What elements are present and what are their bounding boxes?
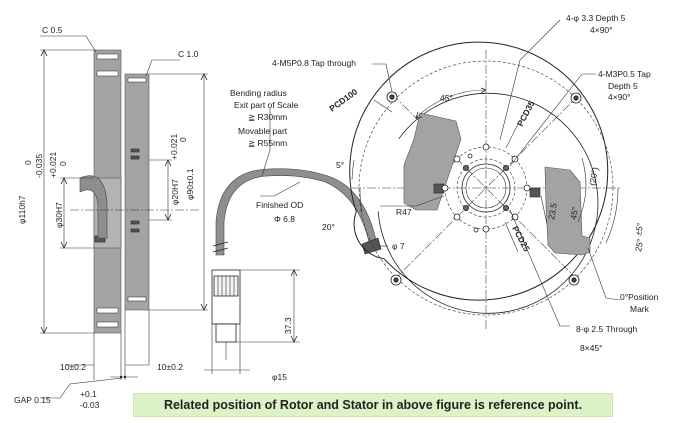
label-phi20: φ20H7 [170,179,180,205]
label-tol20-bot: 0 [178,137,188,142]
stator-body [124,73,150,311]
label-tol30-top: +0.021 [48,151,58,178]
label-r47: R47 [396,207,412,217]
label-h25b: 8×45° [580,343,603,353]
label-ang5: 5° [336,160,344,170]
label-ang25: 25° [633,238,645,252]
label-gap: GAP 0.15 [14,395,51,405]
reference-note-text: Related position of Rotor and Stator in … [163,398,583,412]
label-dim373: 37.3 [283,317,293,334]
label-phi15: φ15 [272,372,287,382]
read-head-left [403,112,462,211]
outer-ring [349,41,609,301]
label-m3a: 4-M3P0.5 Tap [598,69,651,79]
side-cable [79,175,108,239]
label-ang20b: (20°) [587,166,600,186]
label-tol110-top: 0 [23,160,33,165]
label-h33b: 4×90° [590,25,613,35]
cable [215,168,377,256]
label-tol20-top: +0.021 [169,133,179,160]
cable-connector-view [204,108,388,374]
label-bending3: ≧ R30mm [248,112,287,122]
reference-note-banner: Related position of Rotor and Stator in … [133,393,613,417]
label-zero2: Mark [630,304,650,314]
label-ang25tol: ±5° [633,222,645,236]
label-zero1: 0°Position [620,292,659,302]
label-c05: C 0.5 [42,25,63,35]
label-tol110-bot: -0.035 [34,154,44,178]
label-phi68: Φ 6.8 [274,214,295,224]
label-finished: Finished OD [256,200,303,210]
label-ang20a: 20° [322,222,335,232]
label-dim10b: 10±0.2 [157,362,183,372]
label-gap-bot: -0.03 [80,400,100,410]
label-gap-top: +0.1 [80,389,97,399]
label-phi110: φ110h7 [17,195,27,224]
label-bending2: Exit part of Scale [234,100,299,110]
label-ang45a: 45° [440,93,453,103]
label-dim10a: 10±0.2 [60,362,86,372]
label-ang45b: 45° [568,206,580,220]
label-c10: C 1.0 [178,49,199,59]
label-m5: 4-M5P0.8 Tap through [272,58,356,68]
label-movable2: ≧ R55mm [248,138,287,148]
label-movable1: Movable part [238,126,288,136]
side-section-view [40,35,208,399]
label-pcd35: PCD35 [515,99,537,128]
label-phi30: φ30H7 [54,202,64,228]
label-m3b: Depth 5 [608,81,638,91]
label-dim235: 23.5 [546,202,559,220]
front-view [349,19,621,330]
label-h25a: 8-φ 2.5 Through [576,324,638,334]
label-pcd100: PCD100 [327,86,359,113]
label-phi7: φ 7 [392,241,405,251]
label-h33a: 4-φ 3.3 Depth 5 [566,13,626,23]
label-pcd25: PCD25 [510,224,532,253]
read-head-right [544,166,591,256]
label-m3c: 4×90° [608,92,631,102]
label-tol30-bot: 0 [58,161,68,166]
label-bending1: Bending radius [230,88,287,98]
label-phi90: φ90±0.1 [185,168,195,200]
